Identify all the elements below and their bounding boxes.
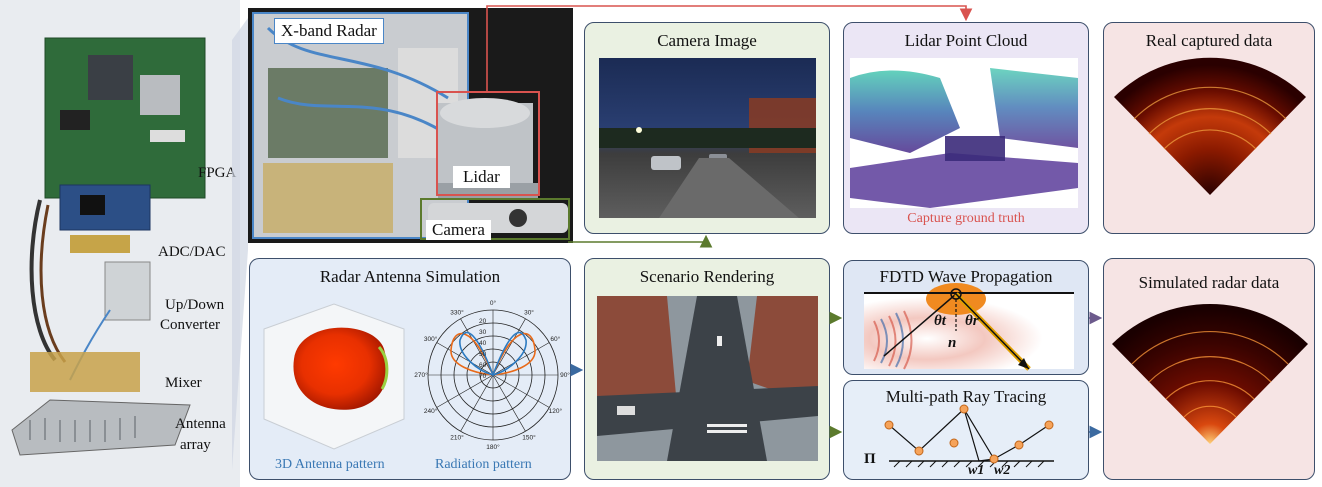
scenario-render-image [597, 296, 818, 461]
ray-tracing-diagram [884, 404, 1054, 468]
label-mixer: Mixer [165, 375, 202, 391]
hardware-illustration [11, 37, 206, 456]
polar-radial-label: 60 [479, 362, 487, 369]
scenario-rendering-panel: Scenario Rendering [584, 258, 830, 480]
polar-radial-label: 20 [479, 318, 487, 325]
real-radar-fan [1114, 57, 1306, 196]
label-antenna-1: Antenna [175, 416, 226, 432]
hardware-photo: FPGA ADC/DAC Up/Down Converter Mixer Ant… [0, 0, 240, 487]
label-up-down-2: Converter [160, 317, 220, 333]
lidar-point-cloud-panel: Lidar Point Cloud Capture ground truth [843, 22, 1089, 234]
fdtd-theta-t: θt [934, 313, 946, 329]
arrow-camera-to-image [568, 234, 713, 248]
real-captured-panel: Real captured data [1103, 22, 1315, 234]
caption-3d-pattern: 3D Antenna pattern [275, 457, 385, 472]
fdtd-theta-r: θr [965, 313, 979, 329]
polar-radial-label: 50 [479, 351, 487, 358]
simulated-title: Simulated radar data [1138, 273, 1280, 292]
lidar-label: Lidar [453, 166, 510, 188]
polar-angle-label: 210° [450, 433, 464, 441]
ray-tracing-panel: Multi-path Ray Tracing Π w1 w2 [843, 380, 1089, 480]
polar-radial-label: 40 [479, 340, 487, 347]
polar-angle-label: 180° [486, 443, 500, 451]
radar-antenna-sim-panel: Radar Antenna Simulation 0° 30° 60° 90° 120°… [249, 258, 571, 480]
polar-angle-label: 150° [522, 433, 536, 441]
camera-image-title: Camera Image [657, 31, 757, 50]
radiation-polar-plot: 0° 30° 60° 90° 120° 150° 180° 210° 240° 270° 300° 3… [414, 299, 570, 451]
polar-angle-label: 330° [450, 309, 464, 317]
scenario-title: Scenario Rendering [639, 267, 775, 286]
antenna-3d-pattern [263, 303, 405, 450]
polar-angle-label: 0° [490, 299, 497, 307]
polar-angle-label: 120° [549, 407, 563, 415]
ray-tracing-title: Multi-path Ray Tracing [885, 387, 1047, 406]
ray-pi-label: Π [864, 451, 876, 467]
lidar-cloud-image [850, 58, 1078, 208]
polar-angle-label: 270° [414, 371, 428, 379]
lidar-highlight-box [436, 91, 540, 196]
fdtd-panel: FDTD Wave Propagation θt θr n [843, 260, 1089, 375]
polar-angle-label: 60° [550, 335, 560, 343]
polar-angle-label: 30° [524, 309, 534, 317]
polar-angle-label: 300° [424, 335, 438, 343]
label-fpga: FPGA [198, 165, 237, 181]
ray-w2-label: w2 [994, 463, 1011, 478]
fdtd-title: FDTD Wave Propagation [879, 267, 1053, 286]
simulated-radar-panel: Simulated radar data [1103, 258, 1315, 480]
simulated-radar-fan [1112, 303, 1308, 444]
camera-label: Camera [426, 220, 491, 240]
xband-label-box: X-band Radar [274, 18, 384, 44]
label-antenna-2: array [180, 437, 211, 453]
camera-night-photo [599, 58, 816, 218]
camera-highlight-box [420, 198, 570, 240]
caption-radiation-pattern: Radiation pattern [435, 457, 532, 472]
polar-angle-label: 90° [560, 371, 570, 379]
lidar-title: Lidar Point Cloud [904, 31, 1028, 50]
rig-illustration [252, 12, 568, 239]
fdtd-n: n [948, 335, 957, 351]
real-captured-title: Real captured data [1145, 31, 1273, 50]
camera-image-panel: Camera Image [584, 22, 830, 234]
label-up-down-1: Up/Down [165, 297, 225, 313]
ray-w1-label: w1 [968, 463, 985, 478]
antenna-sim-title: Radar Antenna Simulation [319, 267, 501, 286]
lidar-caption: Capture ground truth [907, 211, 1025, 226]
fdtd-diagram [864, 283, 1074, 371]
polar-angle-label: 240° [424, 407, 438, 415]
label-adc-dac: ADC/DAC [158, 244, 226, 260]
polar-radial-label: 70 [479, 373, 487, 380]
rig-photo: X-band Radar Lidar Camera [248, 8, 573, 243]
polar-radial-label: 30 [479, 329, 487, 336]
